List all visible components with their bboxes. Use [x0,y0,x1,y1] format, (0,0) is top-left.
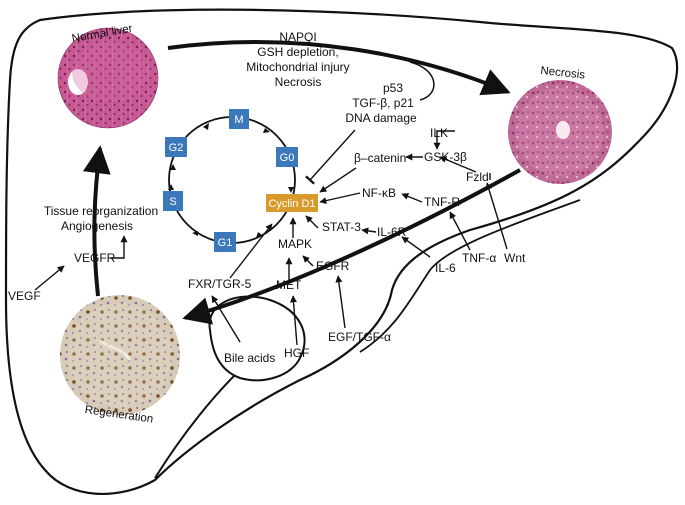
label-vegf: VEGF [8,289,41,303]
inhibitor-dna: DNA damage [345,111,417,125]
inhibitor-tgfb: TGF-β, p21 [352,96,414,110]
pathway-labels: ILK GSK-3β β–catenin Fzld NF-κB TNF-R ST… [188,126,526,365]
phase-m: M [229,109,249,129]
label-bile-acids: Bile acids [224,351,275,365]
inhibitor-p53: p53 [383,81,403,95]
normal-liver-micrograph [57,27,159,129]
label-egfr: EGFR [316,259,350,273]
phase-s: S [163,191,183,211]
label-fzld: Fzld [466,170,489,184]
label-mapk: MAPK [278,237,312,251]
phase-g0: G0 [276,147,298,167]
cell-cycle-ring [168,116,296,244]
label-tissue: Tissue reorganization [44,204,158,218]
label-il6: IL-6 [435,261,456,275]
label-stat3: STAT-3 [322,220,361,234]
necrosis-label: Necrosis [540,65,586,82]
gallbladder [208,295,306,382]
label-nfkb: NF-κB [362,186,396,200]
injury-line-3: Mitochondrial injury [246,60,349,74]
regeneration-arrow [182,168,521,325]
pathway-arrows [211,130,508,346]
liver-outline [4,8,679,495]
label-tnfa: TNF-α [462,251,496,265]
label-wnt: Wnt [504,251,526,265]
svg-text:S: S [169,196,176,208]
injury-to-inhibitors-curve [409,61,435,101]
svg-text:G0: G0 [280,152,295,164]
inhibitors-text-block: p53 TGF-β, p21 DNA damage [345,81,417,125]
injury-arrow [167,40,511,96]
inner-fold-line [359,199,581,353]
svg-text:G2: G2 [169,142,184,154]
necrosis-micrograph [508,80,612,184]
label-angiogenesis: Angiogenesis [61,219,133,233]
inhibition-line [305,129,356,185]
cell-cycle-arrowheads [168,123,294,238]
phase-g1: G1 [214,232,236,252]
injury-line-4: Necrosis [275,75,322,89]
injury-text-block: NAPQI GSH depletion, Mitochondrial injur… [246,30,349,89]
injury-line-1: NAPQI [279,30,316,44]
label-tnfr: TNF-R [424,195,460,209]
label-fxr: FXR/TGR-5 [188,277,252,291]
svg-text:G1: G1 [218,237,233,249]
regeneration-micrograph [60,295,180,415]
inner-lobe-line [154,374,236,479]
label-il6r: IL-6R [377,225,407,239]
svg-text:M: M [234,114,243,126]
label-gsk3b: GSK-3β [424,150,467,164]
label-beta-catenin: β–catenin [354,151,406,165]
recovery-arrow [82,145,111,297]
phase-g2: G2 [165,137,187,157]
label-hgf: HGF [284,346,309,360]
svg-text:Cyclin D1: Cyclin D1 [268,198,315,210]
injury-line-2: GSH depletion, [257,45,338,59]
label-egf-tgfa: EGF/TGF-α [328,330,391,344]
label-vegfr: VEGFR [74,251,116,265]
label-met: MET [276,278,302,292]
vascular-labels: Tissue reorganization Angiogenesis [44,204,158,233]
cyclin-d1-box: Cyclin D1 [266,194,318,212]
vascular-arrows [34,235,128,291]
label-ilk: ILK [430,126,448,140]
